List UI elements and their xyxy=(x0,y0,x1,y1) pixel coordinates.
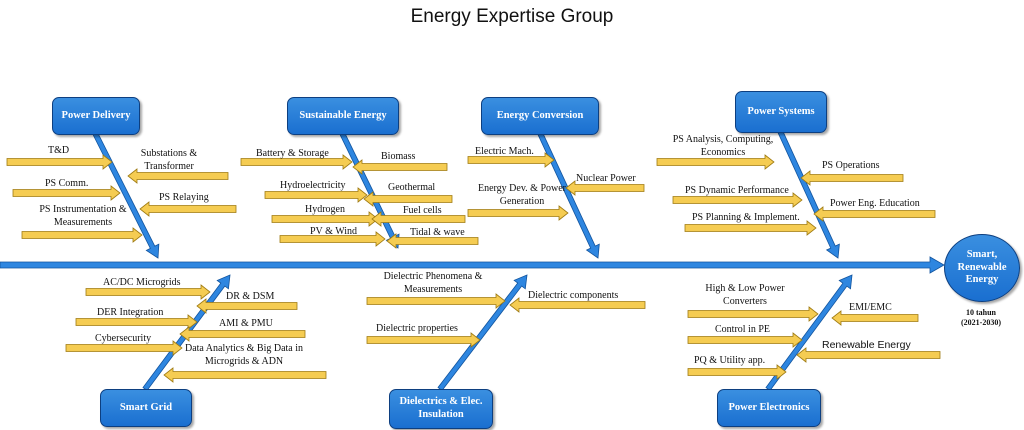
cause-label: DER Integration xyxy=(97,307,164,318)
cause-label: Biomass xyxy=(381,151,416,162)
cause-label: Substations & Transformer xyxy=(140,148,198,172)
arrow-ps-operations xyxy=(800,170,904,186)
arrow-emi-emc xyxy=(831,310,919,326)
cause-label: AMI & PMU xyxy=(219,318,273,329)
cause-label: PS Relaying xyxy=(159,192,209,203)
arrow-dielectric-components xyxy=(509,297,646,313)
cause-label: PS Operations xyxy=(822,160,880,171)
arrow-ps-dynamic xyxy=(672,192,803,208)
cause-label: PS Dynamic Performance xyxy=(685,185,789,196)
arrow-ps-planning xyxy=(684,220,817,236)
arrow-power-eng-edu xyxy=(813,206,936,222)
arrow-substations xyxy=(127,168,229,184)
cause-label: Hydrogen xyxy=(305,204,345,215)
cause-label: Tidal & wave xyxy=(410,227,465,238)
arrow-ps-relaying xyxy=(139,201,237,217)
arrow-biomass xyxy=(352,159,448,175)
arrow-renewable-energy xyxy=(796,347,941,363)
arrow-hydroelectricity xyxy=(264,187,368,203)
arrow-geothermal xyxy=(363,191,453,207)
cause-label: Electric Mach. xyxy=(475,146,534,157)
category-smart-grid: Smart Grid xyxy=(100,389,192,427)
cause-label: PS Analysis, Computing, Economics xyxy=(672,134,774,158)
cause-label: Geothermal xyxy=(388,182,436,193)
cause-label: Data Analytics & Big Data in Microgrids … xyxy=(184,343,304,367)
cause-label: Power Eng. Education xyxy=(830,198,920,209)
cause-label: T&D xyxy=(48,145,70,156)
goal-timeframe-line2: (2021-2030) xyxy=(961,318,1001,327)
diagram-title: Energy Expertise Group xyxy=(410,6,614,27)
category-power-delivery: Power Delivery xyxy=(52,97,140,135)
category-sustainable-energy: Sustainable Energy xyxy=(287,97,399,135)
category-energy-conversion: Energy Conversion xyxy=(481,97,599,135)
arrow-tidal xyxy=(386,233,479,249)
category-dielectrics: Dielectrics & Elec. Insulation xyxy=(389,389,493,429)
cause-label: Nuclear Power xyxy=(576,173,636,184)
arrow-hydrogen xyxy=(271,211,379,227)
cause-label: DR & DSM xyxy=(226,291,275,302)
arrow-pq-utility xyxy=(687,364,787,380)
arrow-pv-wind xyxy=(279,231,386,247)
cause-label: Battery & Storage xyxy=(256,148,329,159)
arrow-td xyxy=(6,154,113,170)
cause-label: Hydroelectricity xyxy=(280,180,346,191)
cause-label: Dielectric properties xyxy=(376,323,458,334)
arrow-cyber xyxy=(65,340,183,356)
cause-label: EMI/EMC xyxy=(849,302,892,313)
cause-label: Cybersecurity xyxy=(95,333,152,344)
arrow-battery xyxy=(240,154,353,170)
arrow-ps-comm xyxy=(12,185,121,201)
arrow-hl-converters xyxy=(687,306,819,322)
bone-energy-conversion xyxy=(537,131,600,259)
cause-label: Control in PE xyxy=(715,324,771,335)
cause-label: High & Low Power Converters xyxy=(705,283,785,307)
arrow-dielectric-properties xyxy=(366,332,481,348)
arrow-data-analytics xyxy=(163,367,327,383)
cause-label: Fuel cells xyxy=(403,205,442,216)
bone-power-systems xyxy=(777,129,840,259)
cause-label: Energy Dev. & Power Generation xyxy=(477,183,567,207)
goal-timeframe: 10 tahun (2021-2030) xyxy=(944,308,1018,328)
cause-label: PS Instrumentation & Measurements xyxy=(39,204,127,228)
arrow-control-pe xyxy=(687,332,803,348)
cause-arrows xyxy=(6,152,941,383)
arrow-energy-dev xyxy=(467,205,569,221)
goal-timeframe-line1: 10 tahun xyxy=(965,308,996,317)
cause-label: PQ & Utility app. xyxy=(694,355,766,366)
cause-label: PV & Wind xyxy=(310,226,358,237)
cause-label: Dielectric Phenomena & Measurements xyxy=(383,271,483,295)
arrow-electric-mach xyxy=(467,152,555,168)
arrow-ami-pmu xyxy=(179,326,306,342)
cause-label: PS Comm. xyxy=(45,178,89,189)
arrow-ps-analysis xyxy=(656,154,775,170)
arrow-dielectric-phenomena xyxy=(366,293,506,309)
arrow-fuel-cells xyxy=(371,211,466,227)
cause-label: Renewable Energy xyxy=(822,339,911,351)
fish-head-goal: Smart, Renewable Energy xyxy=(944,234,1020,302)
arrow-ps-instrumentation xyxy=(21,227,143,243)
arrow-acdc xyxy=(85,284,211,300)
arrow-dr-dsm xyxy=(196,298,298,314)
arrow-nuclear xyxy=(565,180,645,196)
category-power-systems: Power Systems xyxy=(735,91,827,133)
spine-arrow xyxy=(0,256,945,274)
category-power-electronics: Power Electronics xyxy=(717,389,821,427)
arrow-der xyxy=(75,314,198,330)
bone-dielectrics xyxy=(437,274,528,392)
cause-label: Dielectric components xyxy=(528,290,619,301)
cause-label: AC/DC Microgrids xyxy=(103,277,181,288)
cause-label: PS Planning & Implement. xyxy=(692,212,800,223)
